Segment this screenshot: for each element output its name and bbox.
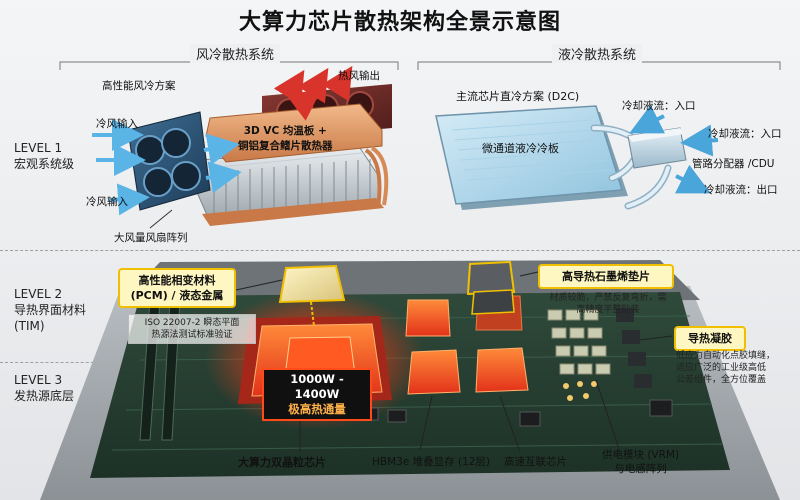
level-2-sub: (TIM) [14,319,45,333]
level-1-label: LEVEL 1 宏观系统级 [14,140,74,172]
gel-callout: 导热凝胶 [674,326,746,351]
liquid-scheme-label: 主流芯片直冷方案 (D2C) [456,90,580,103]
gel-note: 低应力自动化点胶填缝， 适应广泛的工业级高低 公差组件，全方位覆盖 [676,350,792,386]
coolant-out-label: 冷却液流：出口 [704,184,778,196]
air-scheme-label: 高性能风冷方案 [102,80,176,92]
cold-air-in-label-1: 冷风输入 [96,118,138,130]
hot-air-arrows [273,65,353,121]
coolant-in-top-label: 冷却液流：入口 [622,100,696,112]
level-1-name: 宏观系统级 [14,157,75,171]
gel-note-line-3: 公差组件，全方位覆盖 [676,375,767,385]
page-title: 大算力芯片散热架构全景示意图 [238,10,561,35]
level-1-code: LEVEL 1 [14,141,63,155]
pcm-note-line-2: 热源法测试标准验证 [151,330,233,340]
pcm-callout: 高性能相变材料 (PCM) / 液态金属 [118,268,236,308]
manifold-label: 管路分配器 /CDU [692,158,775,170]
heat-power-value: 1000W - 1400W [290,372,344,401]
pcm-pad [278,264,346,327]
hbm-label: HBM3e 堆叠显存 (12层) [372,456,491,468]
vrm-label: 供电模块 (VRM) 与电感阵列 [602,448,679,476]
heatsink-label: 3D VC 均温板 + 铜铝复合鳍片散热器 [238,124,333,154]
pcm-callout-line-2: (PCM) / 液态金属 [130,289,224,302]
gel-note-line-1: 低应力自动化点胶填缝， [676,351,776,361]
pcm-note-line-1: ISO 22007-2 瞬态平面 [144,318,240,328]
graphene-callout: 高导热石墨烯垫片 [538,264,674,289]
gel-note-line-2: 适应广泛的工业级高低 [676,363,767,373]
chip-label: 大算力双晶粒芯片 [238,456,326,469]
level-divider-1 [0,250,800,251]
vrm-label-line-2: 与电感阵列 [614,463,667,475]
pcm-callout-line-1: 高性能相变材料 [138,274,216,287]
fan-array-label: 大风量风扇阵列 [114,232,188,244]
coolant-in-right-label: 冷却液流：入口 [708,128,782,140]
level-3-name: 发热源底层 [14,389,75,403]
graphene-note-line-1: 材质较脆，严禁反复弯折，需 [549,293,667,303]
fan-array-leader [149,209,173,229]
vrm-array [547,309,611,375]
coldplate-label: 微通道液冷冷板 [482,142,559,155]
graphene-note: 材质较脆，严禁反复弯折，需 高精度平整贴装 [534,292,682,316]
heat-flux-badge: 1000W - 1400W 极高热通量 [262,368,372,421]
heatsink-label-line-2: 铜铝复合鳍片散热器 [238,140,333,152]
graphene-note-line-2: 高精度平整贴装 [576,305,640,315]
level-2-label: LEVEL 2 导热界面材料 (TIM) [14,286,86,334]
air-section-title: 风冷散热系统 [190,44,281,63]
inductor-array [616,308,652,388]
heatsink-label-line-1: 3D VC 均温板 + [243,125,327,137]
liquid-section-title: 液冷散热系统 [552,44,643,63]
level-2-name: 导热界面材料 [14,303,87,317]
level-3-code: LEVEL 3 [14,373,63,387]
hot-air-out-label: 热风输出 [338,70,380,82]
cold-plate [435,105,628,210]
coolant-arrows [629,104,719,194]
pcm-note: ISO 22007-2 瞬态平面 热源法测试标准验证 [128,314,256,344]
cold-air-in-label-2: 冷风输入 [86,196,128,208]
cold-air-arrows [92,119,242,216]
heat-flux-text: 极高热通量 [288,402,346,416]
level-3-label: LEVEL 3 发热源底层 [14,372,74,404]
interconnect-label: 高速互联芯片 [504,456,567,468]
vrm-label-line-1: 供电模块 (VRM) [602,449,680,461]
heatsink [195,103,389,226]
level-2-code: LEVEL 2 [14,287,63,301]
graphene-pad [466,260,516,315]
thermal-gel-dots [563,381,597,401]
